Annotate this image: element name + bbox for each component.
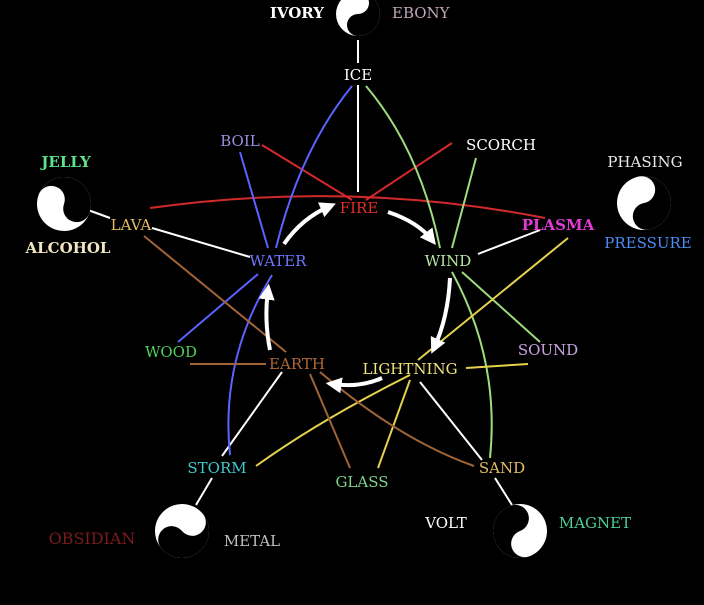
arrow-water-fire <box>282 202 336 246</box>
label-lava: LAVA <box>111 216 152 234</box>
label-magnet: MAGNET <box>559 514 631 532</box>
line-lightning-storm <box>255 374 411 467</box>
line-earth-glass <box>309 373 351 469</box>
label-wind: WIND <box>425 252 472 270</box>
line-water-wood <box>177 273 259 343</box>
connection-lines <box>87 40 569 506</box>
label-fire: FIRE <box>340 199 379 217</box>
label-alcohol: ALCOHOL <box>25 239 111 257</box>
label-plasma: PLASMA <box>522 216 595 234</box>
line-boil-fire <box>261 144 353 201</box>
node-labels: IVORY EBONY ICE BOIL SCORCH FIRE JELLY L… <box>25 4 692 550</box>
label-storm: STORM <box>187 459 246 477</box>
line-scorch-wind <box>451 157 477 249</box>
label-ebony: EBONY <box>392 4 451 22</box>
yin-yang-icon-top <box>336 0 380 36</box>
yin-yang-icon-right <box>617 176 671 230</box>
label-jelly: JELLY <box>39 153 91 171</box>
label-volt: VOLT <box>424 514 467 532</box>
line-storm-yinyang <box>195 477 213 506</box>
arrow-fire-wind <box>387 210 436 246</box>
label-boil: BOIL <box>220 132 260 150</box>
label-phasing: PHASING <box>607 153 682 171</box>
line-lightning-sound <box>465 363 529 369</box>
line-lava-plasma <box>149 195 546 219</box>
label-ice: ICE <box>344 66 372 84</box>
line-sand-yinyang <box>494 477 513 506</box>
label-lightning: LIGHTNING <box>362 360 457 378</box>
yin-yang-icon-bottom-right <box>493 504 547 558</box>
label-obsidian: OBSIDIAN <box>49 529 136 548</box>
arrow-lightning-earth <box>325 376 383 394</box>
line-lava-yinyang <box>87 209 111 219</box>
line-wind-sand <box>451 271 493 459</box>
label-scorch: SCORCH <box>466 136 536 154</box>
label-ivory: IVORY <box>270 4 324 22</box>
line-ice-wind <box>365 85 441 249</box>
label-wood: WOOD <box>145 343 197 361</box>
arrow-earth-water <box>258 283 275 351</box>
line-boil-water <box>239 151 269 249</box>
label-sand: SAND <box>479 459 525 477</box>
label-sound: SOUND <box>518 341 578 359</box>
yin-yang-icon-bottom-left <box>155 504 209 558</box>
line-lava-water <box>151 227 251 258</box>
line-lightning-glass <box>377 379 411 469</box>
cycle-arrows <box>258 202 452 394</box>
line-wind-plasma <box>477 229 541 255</box>
line-lightning-sand <box>419 381 483 461</box>
line-earth-storm <box>221 371 283 457</box>
line-ice-water <box>275 85 353 249</box>
line-scorch-fire <box>365 142 453 201</box>
label-earth: EARTH <box>269 355 325 373</box>
label-glass: GLASS <box>335 473 388 491</box>
line-lava-earth <box>143 235 287 353</box>
label-pressure: PRESSURE <box>604 234 692 252</box>
label-water: WATER <box>250 252 308 270</box>
yin-yang-icon-left <box>37 177 91 231</box>
label-metal: METAL <box>224 532 280 550</box>
line-wind-sound <box>461 271 541 343</box>
arrow-wind-lightning <box>430 277 452 354</box>
